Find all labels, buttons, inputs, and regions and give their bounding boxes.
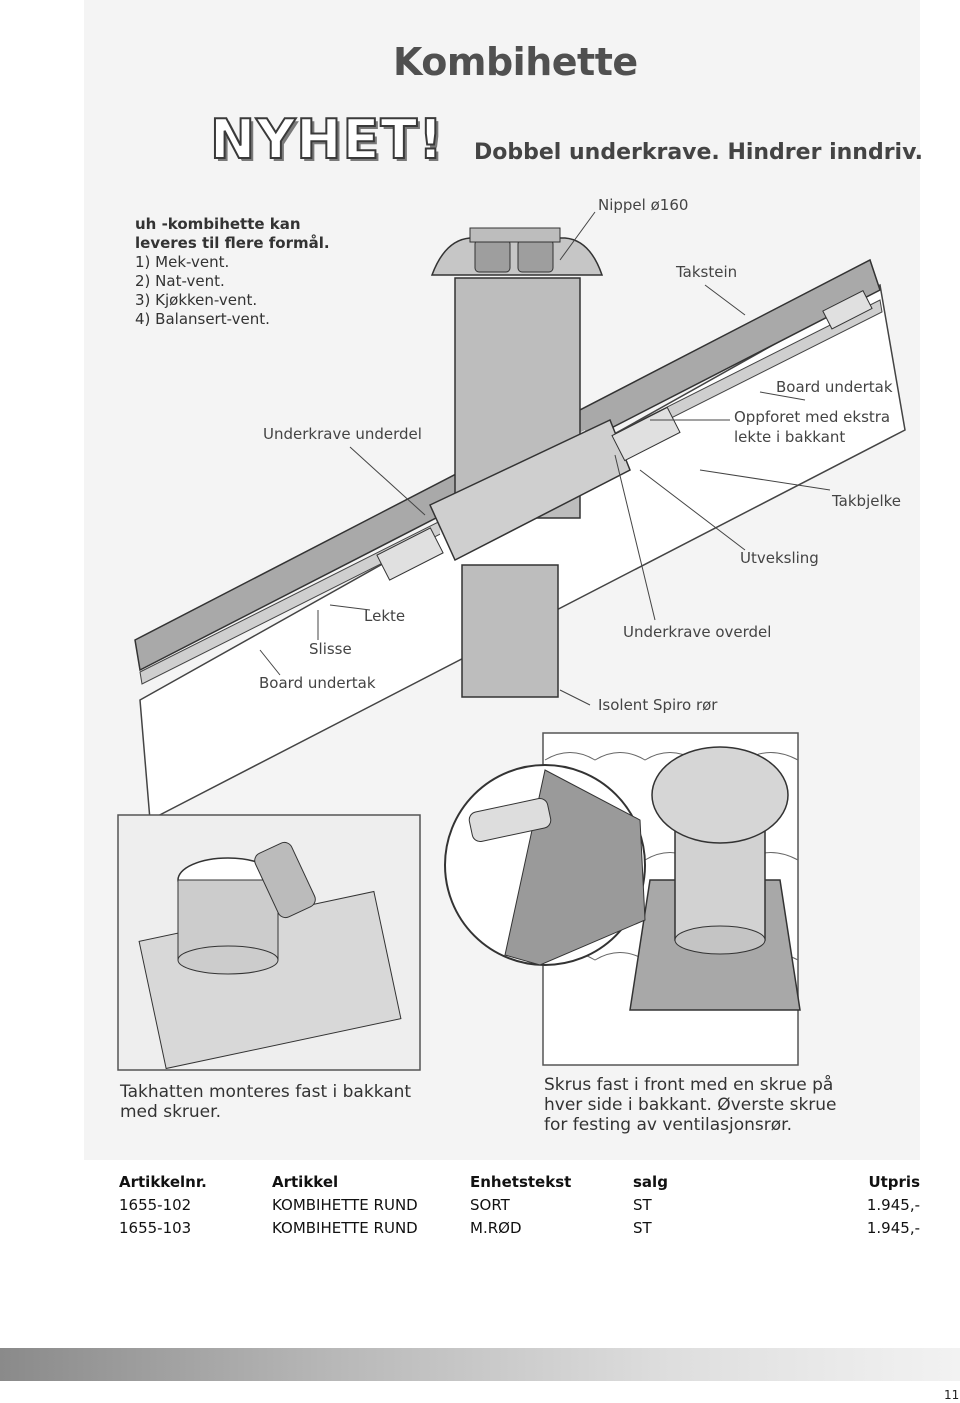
intro-item: 4) Balansert-vent. <box>135 310 270 328</box>
cell-artikkel: KOMBIHETTE RUND <box>272 1195 418 1214</box>
cell-utpris: 1.945,- <box>866 1218 920 1237</box>
page-number: 11 <box>944 1388 960 1402</box>
vent-dome <box>651 746 789 844</box>
caption-right: Skrus fast i front med en skrue på hver … <box>544 1075 837 1135</box>
header-artikkelnr: Artikkelnr. <box>119 1172 207 1191</box>
caption-line: hver side i bakkant. Øverste skrue <box>544 1095 837 1115</box>
cell-artikkel: KOMBIHETTE RUND <box>272 1218 418 1237</box>
cell-artikkelnr: 1655-103 <box>119 1218 192 1237</box>
caption-line: Takhatten monteres fast i bakkant <box>120 1082 412 1102</box>
caption-line: for festing av ventilasjonsrør. <box>544 1115 792 1135</box>
label-nippel: Nippel ø160 <box>598 196 689 214</box>
cell-utpris: 1.945,- <box>866 1195 920 1214</box>
lekte-block <box>376 527 444 581</box>
roof-deck <box>139 283 906 822</box>
caption-left: Takhatten monteres fast i bakkant med sk… <box>120 1082 411 1122</box>
leader-line <box>699 469 831 491</box>
footer-gradient-bar <box>0 1348 960 1381</box>
label-utveksling: Utveksling <box>740 549 819 567</box>
pipe-base <box>177 945 279 975</box>
lekte-block <box>822 289 873 330</box>
label-lekte: Lekte <box>364 607 406 625</box>
header-artikkel: Artikkel <box>272 1172 339 1191</box>
label-takbjelke: Takbjelke <box>832 492 902 510</box>
intro-line: uh -kombihette kan <box>135 215 301 233</box>
leader-line <box>614 454 656 621</box>
cell-enhetstekst: M.RØD <box>470 1218 522 1237</box>
leader-line <box>559 211 596 261</box>
leader-line <box>329 604 371 611</box>
caption-line: med skruer. <box>120 1102 221 1122</box>
magnified-drill <box>468 797 552 843</box>
price-table: Artikkelnr. Artikkel Enhetstekst salg Ut… <box>119 1170 920 1239</box>
label-underkrave-overdel: Underkrave overdel <box>623 623 772 641</box>
drill <box>254 841 316 919</box>
leader-line <box>759 391 806 401</box>
label-isolent: Isolent Spiro rør <box>598 696 718 714</box>
caption-line: Skrus fast i front med en skrue på <box>544 1075 834 1095</box>
vent-pipe-lower <box>461 564 559 698</box>
cap-opening <box>474 239 511 273</box>
table-row: 1655-102 KOMBIHETTE RUND SORT ST 1.945,- <box>119 1193 920 1216</box>
cap-opening <box>517 239 554 273</box>
intro-item: 2) Nat-vent. <box>135 272 225 290</box>
underkrave-flashing <box>429 418 631 562</box>
table-header: Artikkelnr. Artikkel Enhetstekst salg Ut… <box>119 1170 920 1193</box>
cell-salg: ST <box>633 1195 652 1214</box>
cell-enhetstekst: SORT <box>470 1195 510 1214</box>
leader-line <box>259 649 281 676</box>
label-underkrave-underdel: Underkrave underdel <box>263 425 422 443</box>
intro-item: 3) Kjøkken-vent. <box>135 291 258 309</box>
intro-line: leveres til flere formål. <box>135 234 330 252</box>
cap-top <box>469 227 561 243</box>
page-title: Kombihette <box>393 40 638 84</box>
vent-base <box>674 925 766 955</box>
intro-text: uh -kombihette kan leveres til flere for… <box>135 215 330 329</box>
label-board-undertak-bottom: Board undertak <box>259 674 376 692</box>
cell-artikkelnr: 1655-102 <box>119 1195 192 1214</box>
leader-line <box>639 469 746 551</box>
label-board-undertak-top: Board undertak <box>776 378 893 396</box>
news-badge: NYHET! <box>209 108 444 171</box>
intro-item: 1) Mek-vent. <box>135 253 230 271</box>
label-takstein: Takstein <box>676 263 738 281</box>
label-oppforet: Oppforet med ekstra <box>734 408 891 426</box>
leader-line <box>704 284 746 316</box>
table-row: 1655-103 KOMBIHETTE RUND M.RØD ST 1.945,… <box>119 1216 920 1239</box>
cell-salg: ST <box>633 1218 652 1237</box>
vent-cap <box>430 237 604 276</box>
leader-line <box>349 446 426 516</box>
header-enhetstekst: Enhetstekst <box>470 1172 572 1191</box>
leader-line <box>559 689 591 706</box>
label-oppforet-2: lekte i bakkant <box>734 428 846 446</box>
header-salg: salg <box>633 1172 668 1191</box>
header-utpris: Utpris <box>868 1172 920 1191</box>
page-subtitle: Dobbel underkrave. Hindrer inndriv. <box>474 140 923 165</box>
label-slisse: Slisse <box>309 640 352 658</box>
